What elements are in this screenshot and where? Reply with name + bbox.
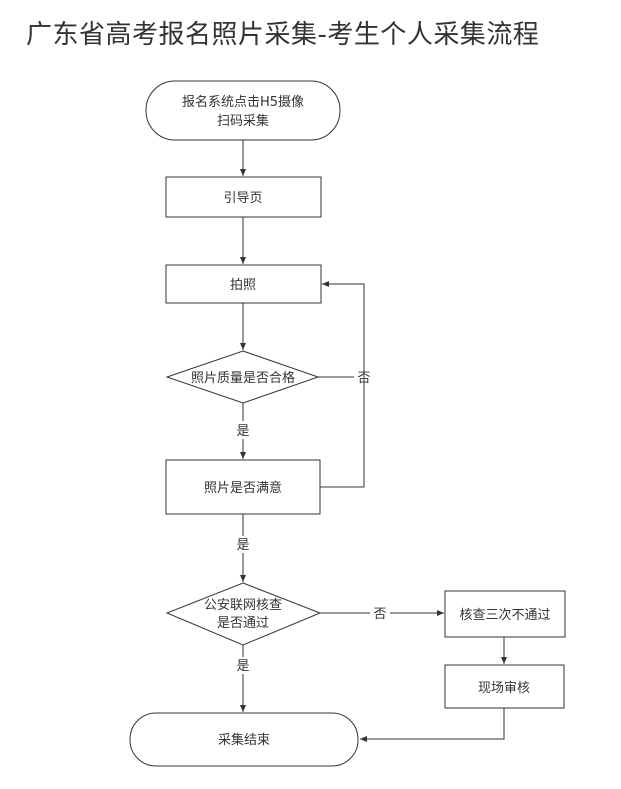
node-police-line2: 是否通过 (217, 616, 269, 631)
node-photo-label: 拍照 (230, 278, 256, 293)
node-onsite-box (444, 664, 565, 709)
node-start-line1: 报名系统点击H5摄像 (182, 94, 304, 110)
label-quality-yes: 是 (236, 424, 249, 439)
node-police-line1: 公安联网核查 (204, 598, 282, 613)
node-satisfied-label: 照片是否满意 (204, 480, 282, 496)
node-start-line2: 扫码采集 (217, 113, 269, 129)
node-fail3-label: 核查三次不通过 (459, 607, 550, 623)
label-quality-no: 否 (357, 371, 370, 386)
page-title: 广东省高考报名照片采集-考生个人采集流程 (26, 20, 540, 50)
edge-loop-photo (320, 281, 365, 488)
node-quality-diamond (165, 350, 320, 404)
node-satisfied-box (165, 459, 321, 515)
node-photo-box (165, 264, 322, 304)
node-start-terminal (145, 80, 341, 141)
label-police-no: 否 (373, 607, 386, 622)
node-fail3-box (444, 590, 566, 638)
edge-onsite-end (360, 708, 505, 742)
node-guide-label: 引导页 (223, 191, 262, 206)
label-satisfied-yes: 是 (236, 538, 249, 553)
node-guide-box (165, 176, 322, 218)
label-police-yes: 是 (236, 659, 249, 674)
node-onsite-label: 现场审核 (478, 681, 530, 696)
node-police-diamond (165, 582, 322, 646)
node-end-label: 采集结束 (218, 732, 270, 748)
node-quality-label: 照片质量是否合格 (191, 370, 295, 386)
node-end-terminal (129, 712, 359, 767)
